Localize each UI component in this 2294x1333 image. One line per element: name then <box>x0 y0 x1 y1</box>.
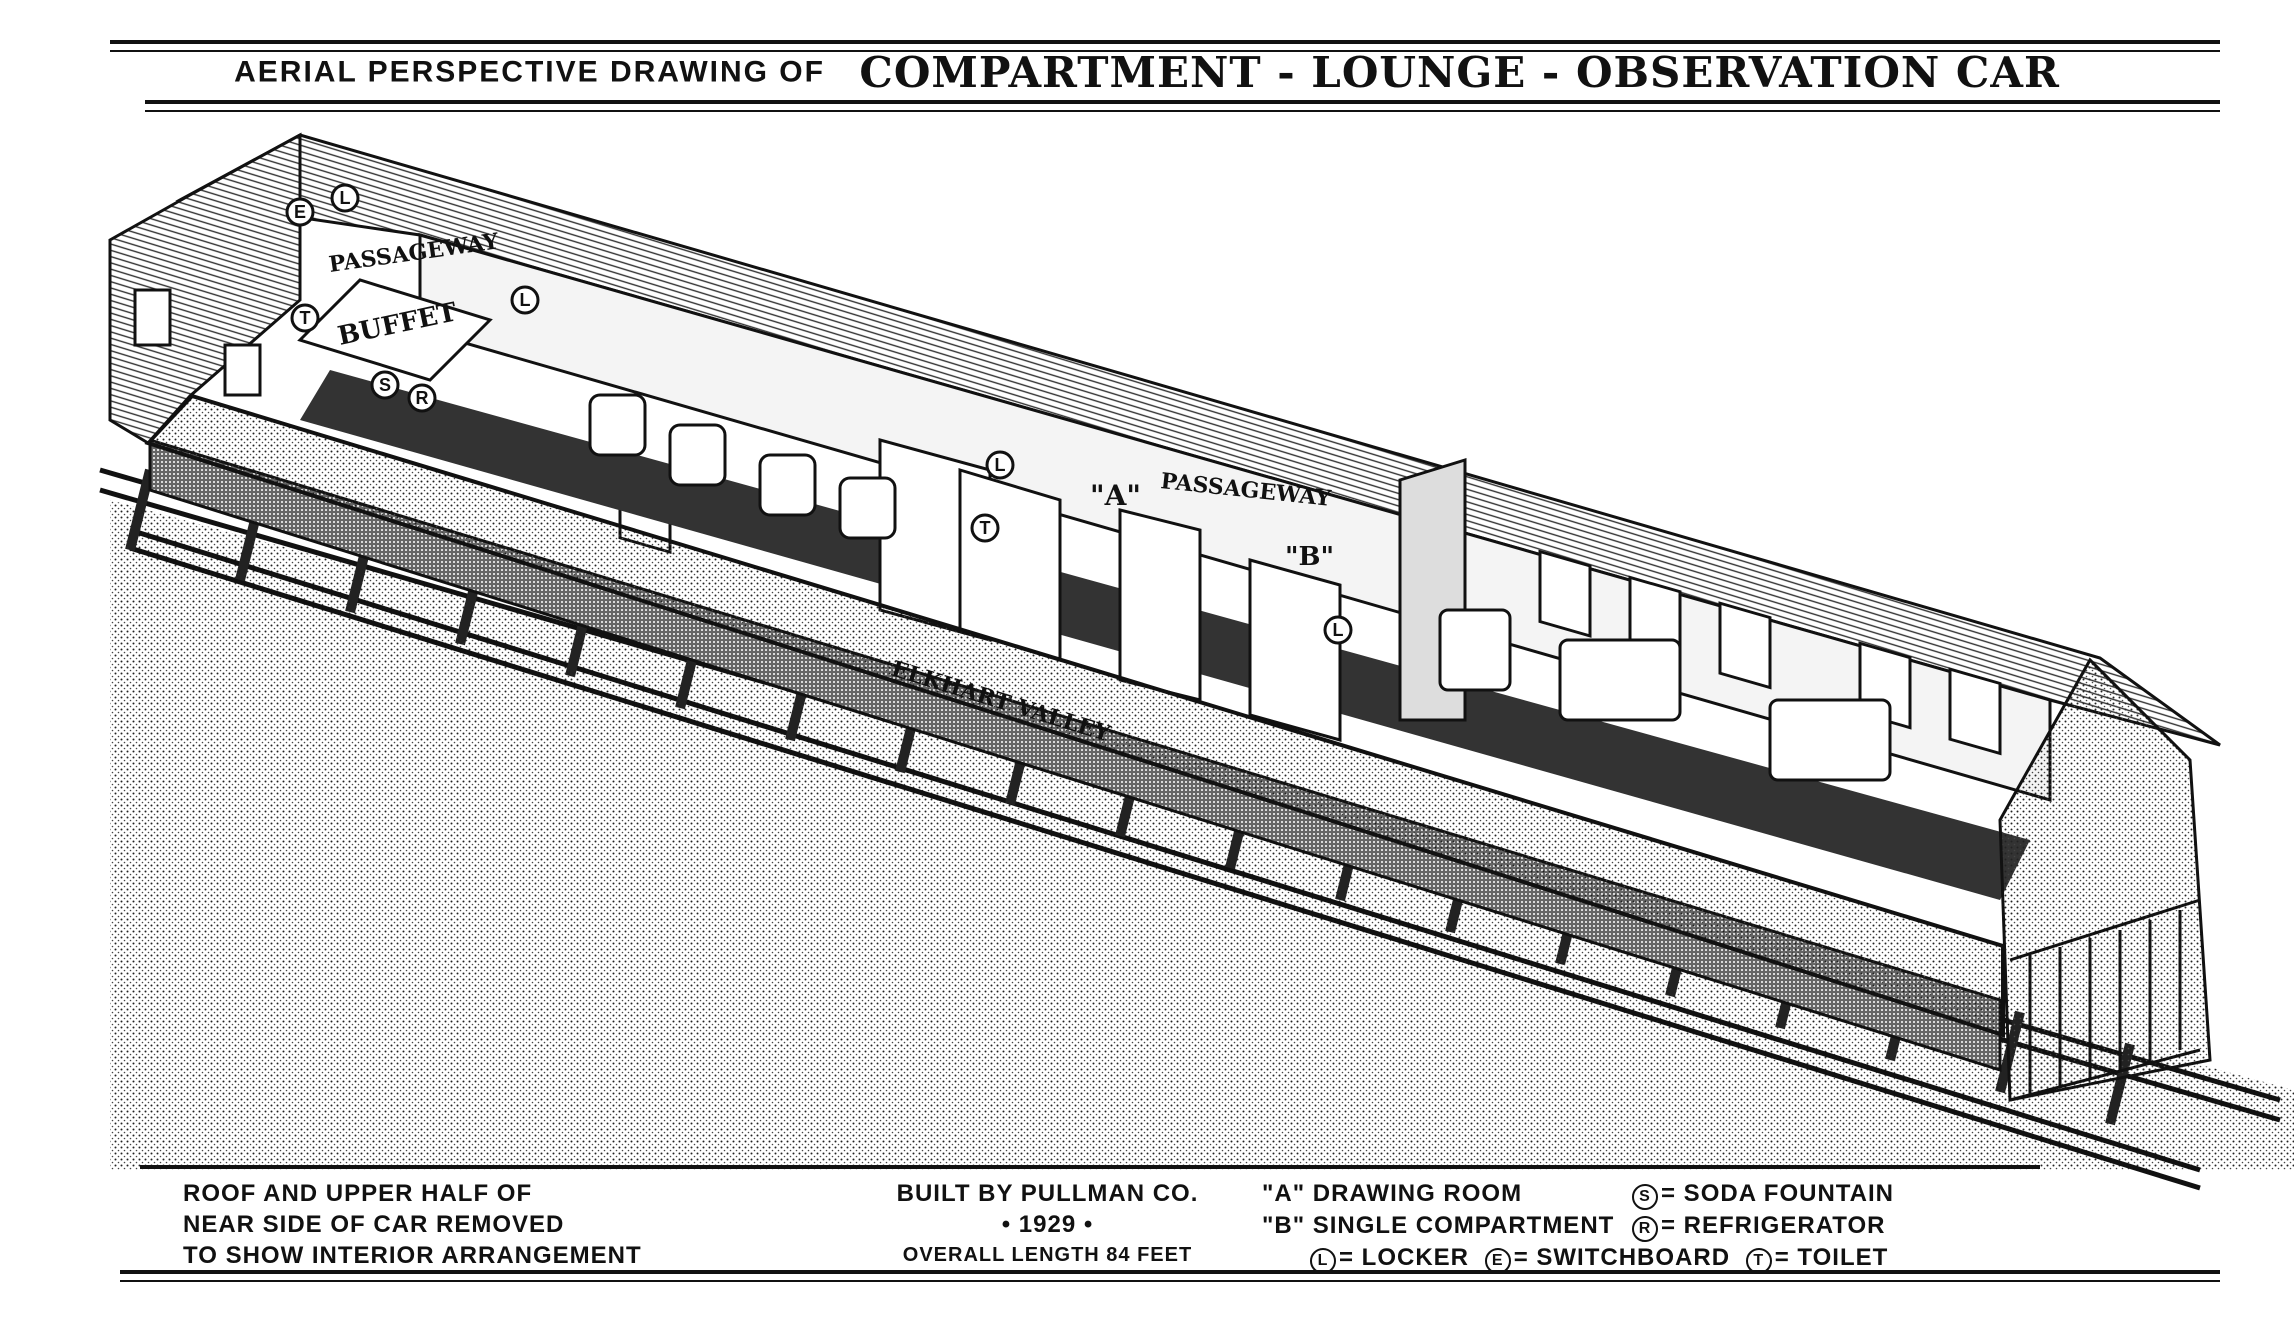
note-line: TO SHOW INTERIOR ARRANGEMENT <box>183 1242 642 1269</box>
vestibule-window <box>223 343 262 397</box>
footer-legend: "A" DRAWING ROOM S= SODA FOUNTAIN "B" SIN… <box>1262 1178 1894 1274</box>
lounge-chairs <box>588 393 1892 782</box>
svg-text:L: L <box>340 188 351 208</box>
header-rule-top-2 <box>110 50 2220 52</box>
title-main: COMPARTMENT - LOUNGE - OBSERVATION CAR <box>859 48 2060 97</box>
footer-rule-bottom-2 <box>120 1280 2220 1282</box>
refrigerator-icon: R <box>1632 1216 1658 1242</box>
circled-marks: E L T L S R L T L <box>285 183 1353 645</box>
mark-soda-fountain: S <box>370 370 400 400</box>
ground-stipple <box>110 500 2294 1170</box>
legend-t: = TOILET <box>1774 1244 1889 1271</box>
mark-locker: L <box>330 183 360 213</box>
builder-text: BUILT BY PULLMAN CO. <box>896 1180 1199 1207</box>
header-rule-bottom-2 <box>145 110 2220 112</box>
note-line: ROOF AND UPPER HALF OF <box>183 1180 533 1207</box>
label-room-b: "B" <box>1285 542 1334 572</box>
svg-text:L: L <box>995 455 1006 475</box>
legend-l: = LOCKER <box>1339 1244 1470 1271</box>
footer-rule-bottom <box>120 1270 2220 1274</box>
footer-rule-top <box>140 1165 2040 1169</box>
svg-text:R: R <box>416 388 429 408</box>
mark-toilet: T <box>970 513 1000 543</box>
mark-locker: L <box>510 285 540 315</box>
svg-text:S: S <box>379 375 391 395</box>
label-room-a: "A" <box>1090 479 1141 512</box>
svg-text:T: T <box>980 518 991 538</box>
title-prefix: AERIAL PERSPECTIVE DRAWING OF <box>234 55 825 89</box>
header-rule-bottom <box>145 100 2220 104</box>
svg-text:L: L <box>520 290 531 310</box>
mark-locker: L <box>1323 615 1353 645</box>
svg-text:L: L <box>1333 620 1344 640</box>
mark-refrigerator: R <box>407 383 437 413</box>
length-text: OVERALL LENGTH 84 FEET <box>902 1244 1193 1266</box>
legend-r: = REFRIGERATOR <box>1661 1212 1886 1239</box>
footer-note: ROOF AND UPPER HALF OF NEAR SIDE OF CAR … <box>183 1178 642 1271</box>
buffet-room <box>297 278 493 382</box>
legend-b: "B" SINGLE COMPARTMENT <box>1262 1212 1615 1239</box>
platform-railing <box>2009 898 2201 1102</box>
legend-s: = SODA FOUNTAIN <box>1661 1180 1895 1207</box>
legend-e: = SWITCHBOARD <box>1513 1244 1731 1271</box>
mark-toilet: T <box>290 303 320 333</box>
page-title: AERIAL PERSPECTIVE DRAWING OF COMPARTMEN… <box>0 48 2294 97</box>
year-text: • 1929 • <box>1001 1211 1094 1238</box>
footer-builder: BUILT BY PULLMAN CO. • 1929 • OVERALL LE… <box>860 1178 1235 1271</box>
svg-text:T: T <box>300 308 311 328</box>
mark-switchboard: E <box>285 197 315 227</box>
legend-a: "A" DRAWING ROOM <box>1262 1180 1523 1207</box>
header-rule-top <box>110 40 2220 44</box>
vestibule-window <box>133 288 172 347</box>
interior-partitions <box>878 438 1467 742</box>
svg-text:E: E <box>294 202 306 222</box>
observation-platform <box>1998 657 2212 1102</box>
note-line: NEAR SIDE OF CAR REMOVED <box>183 1211 565 1238</box>
soda-fountain-icon: S <box>1632 1184 1658 1210</box>
mark-locker: L <box>985 450 1015 480</box>
